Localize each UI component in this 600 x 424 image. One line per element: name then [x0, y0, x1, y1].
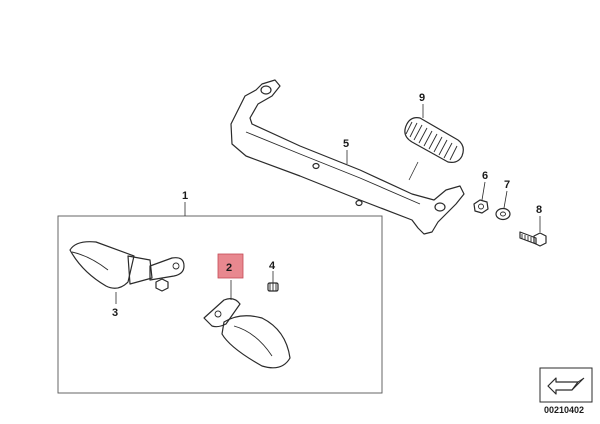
reference-box [539, 367, 593, 403]
small-screw [267, 282, 279, 292]
assembly-frame [57, 215, 383, 394]
mounting-bracket [230, 79, 465, 235]
bolt [519, 231, 547, 247]
leader-7 [503, 190, 508, 209]
callout-4: 4 [269, 260, 276, 272]
arrow-icon [547, 377, 579, 395]
leader-6 [481, 181, 486, 201]
callout-3: 3 [112, 307, 118, 319]
callout-1: 1 [182, 190, 188, 202]
callout-6: 6 [482, 170, 488, 182]
reference-number: 00210402 [544, 405, 584, 415]
callout-8: 8 [536, 204, 542, 216]
turn-indicator-right [203, 298, 291, 369]
turn-indicator-left [69, 241, 185, 292]
callout-7: 7 [504, 179, 510, 191]
washer [495, 207, 511, 221]
callout-5: 5 [343, 138, 349, 150]
nut [473, 199, 489, 214]
callout-2: 2 [226, 262, 232, 274]
footrest-rubber [404, 117, 464, 163]
callout-9: 9 [419, 92, 425, 104]
leader-9b [408, 161, 419, 181]
callout-2-highlight [217, 253, 244, 279]
